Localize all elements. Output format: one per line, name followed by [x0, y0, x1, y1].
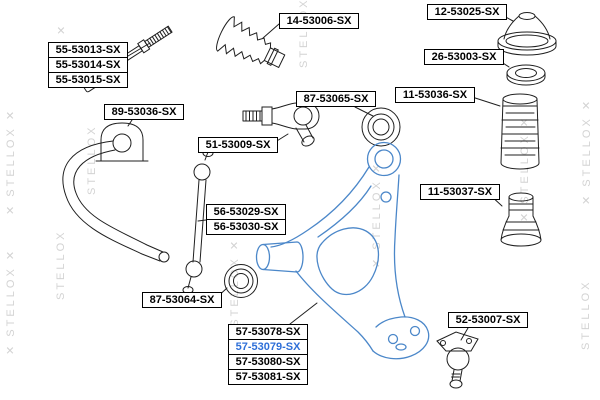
label-control-arm-2-selected[interactable]: 57-53079-SX: [228, 339, 308, 355]
steering-boot-drawing: [216, 16, 286, 68]
stabilizer-bar-drawing: [62, 140, 170, 263]
label-control-arm-1[interactable]: 57-53078-SX: [228, 324, 308, 340]
arm-bushing-rear-drawing: [361, 107, 401, 147]
label-inner-tie-rod-1[interactable]: 55-53013-SX: [48, 42, 128, 58]
tie-rod-end-drawing: [242, 102, 320, 147]
label-arm-bushing-front[interactable]: 87-53064-SX: [142, 292, 222, 308]
stabilizer-bushing-drawing: [95, 122, 149, 162]
arm-bushing-front-drawing: [224, 264, 258, 298]
label-inner-tie-rod-3[interactable]: 55-53015-SX: [48, 72, 128, 88]
label-bearing[interactable]: 26-53003-SX: [424, 49, 504, 65]
label-ball-joint[interactable]: 52-53007-SX: [448, 312, 528, 328]
label-strut-mount[interactable]: 12-53025-SX: [427, 4, 507, 20]
label-stabilizer-link-1[interactable]: 56-53029-SX: [206, 204, 286, 220]
label-shock-boot[interactable]: 11-53036-SX: [395, 87, 475, 103]
bearing-drawing: [506, 64, 546, 86]
label-stack-stabilizer-link: 56-53029-SX 56-53030-SX: [206, 204, 286, 235]
label-steering-boot[interactable]: 14-53006-SX: [279, 13, 359, 29]
label-arm-bushing-rear[interactable]: 87-53065-SX: [296, 91, 376, 107]
label-inner-tie-rod-2[interactable]: 55-53014-SX: [48, 57, 128, 73]
control-arm-drawing: [255, 141, 430, 360]
ball-joint-drawing: [436, 331, 479, 389]
shock-boot-drawing: [500, 93, 540, 170]
bump-stop-drawing: [500, 192, 542, 247]
label-stack-control-arm: 57-53078-SX 57-53079-SX 57-53080-SX 57-5…: [228, 324, 308, 385]
label-control-arm-4[interactable]: 57-53081-SX: [228, 369, 308, 385]
label-stabilizer-link-2[interactable]: 56-53030-SX: [206, 219, 286, 235]
label-bump-stop[interactable]: 11-53037-SX: [420, 184, 500, 200]
label-tie-rod-end[interactable]: 51-53009-SX: [198, 137, 278, 153]
label-control-arm-3[interactable]: 57-53080-SX: [228, 354, 308, 370]
label-stack-inner-tie-rod: 55-53013-SX 55-53014-SX 55-53015-SX: [48, 42, 128, 88]
label-stabilizer-bushing[interactable]: 89-53036-SX: [104, 104, 184, 120]
